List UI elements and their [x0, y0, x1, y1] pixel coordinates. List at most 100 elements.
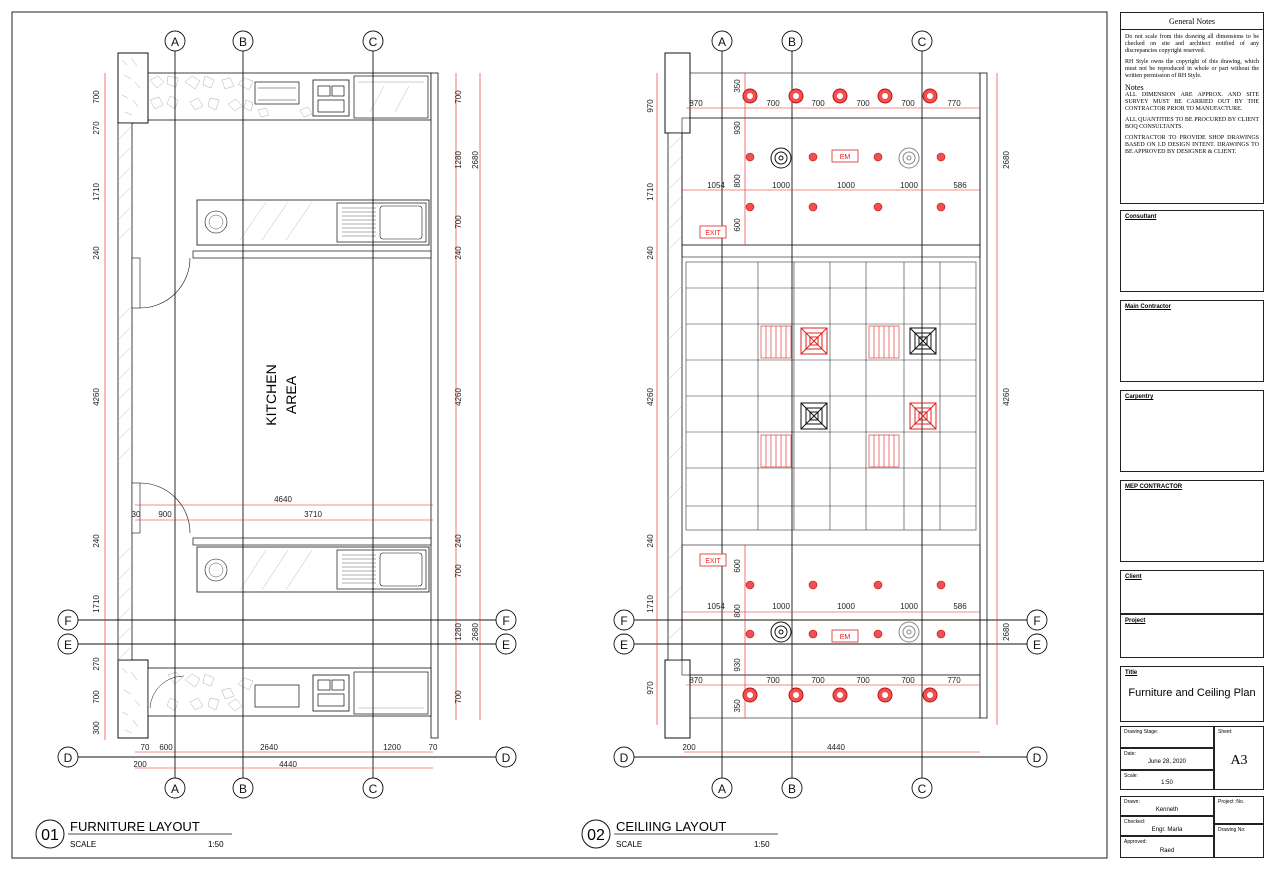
dim-left: 1710 — [646, 183, 655, 201]
grid-bubble-b — [781, 30, 803, 52]
date-cell: Date: June 28, 2020 — [1120, 748, 1214, 770]
dim-row-top: 700 — [766, 676, 780, 685]
dim-mid: 3710 — [304, 510, 322, 519]
column-bottom-left — [664, 659, 691, 739]
dim-right: 700 — [454, 215, 463, 229]
checked-cell: Checked: Engr. Marla — [1120, 816, 1214, 836]
dim-bottom-left: 200 — [682, 743, 696, 752]
carpentry-label: Carpentry — [1125, 394, 1154, 400]
grid-bubble-d — [57, 746, 79, 768]
grid-label: B — [239, 782, 247, 796]
dim-vert: 350 — [733, 699, 742, 713]
room-label-line1: KITCHEN — [263, 364, 279, 425]
dim-row-spot: 1000 — [900, 602, 918, 611]
pendant-lights-bottom — [742, 687, 938, 703]
column-top-left — [117, 52, 149, 124]
dim-row-top: 700 — [856, 99, 870, 108]
dim-row-top: 870 — [689, 676, 703, 685]
grid-bubble-e — [495, 633, 517, 655]
stage-label: Drawing Stage: — [1124, 729, 1159, 735]
stage-cell: Drawing Stage: — [1120, 726, 1214, 748]
plan-number: 01 — [41, 827, 59, 844]
grid-bubble-c — [911, 30, 933, 52]
spot-lights — [745, 152, 946, 639]
exit-sign-label: EXIT — [705, 230, 721, 237]
dim-vert: 800 — [733, 604, 742, 618]
grid-label: B — [239, 35, 247, 49]
furniture-layout-plan: KITCHEN AREA 700 270 1710 240 4260 240 1… — [35, 30, 517, 849]
dim-bottom-total: 4440 — [827, 743, 845, 752]
dim-row-top: 700 — [811, 99, 825, 108]
dim-vert: 600 — [733, 559, 742, 573]
pendant-lights-top — [742, 88, 938, 104]
dim-row-top: 700 — [901, 99, 915, 108]
square-diffusers — [800, 327, 937, 430]
grid-bubble-e — [613, 633, 635, 655]
plan-scale-label: SCALE — [616, 840, 642, 849]
notes-subtitle: Notes — [1125, 83, 1144, 92]
grid-bubble-d — [1026, 746, 1048, 768]
checked-label: Checked: — [1124, 819, 1146, 825]
plan-scale-label: SCALE — [70, 840, 96, 849]
grid-label: E — [502, 638, 510, 652]
grid-label: F — [502, 614, 509, 628]
grid-bubble-b — [781, 777, 803, 799]
dim-left: 300 — [92, 721, 101, 735]
title-block: General Notes Do not scale from this dra… — [1120, 12, 1264, 858]
project-box: Project — [1120, 614, 1264, 658]
dim-right: 700 — [454, 690, 463, 704]
column-bottom-left — [117, 659, 149, 739]
dim-left: 1710 — [92, 595, 101, 613]
main-contractor-box: Main Contractor — [1120, 300, 1264, 382]
sheet-label: Sheet: — [1218, 729, 1233, 735]
dim-row-top: 700 — [766, 99, 780, 108]
dim-vert: 930 — [733, 121, 742, 135]
grid-bubble-f — [613, 609, 635, 631]
column-top-left — [664, 52, 691, 134]
grid-label: C — [369, 782, 378, 796]
approved-label: Approved: — [1124, 839, 1147, 845]
partition-bottom — [192, 537, 432, 546]
grid-label: F — [1033, 614, 1040, 628]
dim-row-spot: 1000 — [837, 602, 855, 611]
title-box: Title Furniture and Ceiling Plan — [1120, 666, 1264, 722]
plan-scale: 1:50 — [208, 840, 224, 849]
sheet-value: A3 — [1230, 753, 1248, 768]
plan-number: 02 — [587, 827, 605, 844]
dim-left: 700 — [92, 690, 101, 704]
dim-mid: 30 — [132, 510, 141, 519]
mep-box: MEP CONTRACTOR — [1120, 480, 1264, 562]
dim-row-spot: 1000 — [900, 181, 918, 190]
exit-sign-label: EXIT — [705, 558, 721, 565]
dim-left: 270 — [92, 657, 101, 671]
dim-row-spot: 586 — [953, 181, 967, 190]
dim-mid: 900 — [158, 510, 172, 519]
plan-scale: 1:50 — [754, 840, 770, 849]
dim-bottom: 600 — [159, 743, 173, 752]
dim-right: 240 — [454, 534, 463, 548]
dim-right-outer: 2680 — [471, 623, 480, 641]
dim-bottom: 2640 — [260, 743, 278, 752]
dim-left: 700 — [92, 90, 101, 104]
dim-row-top: 870 — [689, 99, 703, 108]
general-notes-title: General Notes — [1121, 13, 1263, 30]
dim-left: 4260 — [646, 388, 655, 406]
approved-value: Raed — [1159, 848, 1175, 854]
linear-light-panels — [760, 325, 900, 468]
grid-label: B — [788, 782, 796, 796]
dim-right: 240 — [454, 246, 463, 260]
dim-row-spot: 586 — [953, 602, 967, 611]
left-wall — [667, 132, 683, 661]
dim-right: 2680 — [1002, 151, 1011, 169]
drawing-no-cell: Drawing No: — [1214, 824, 1264, 858]
grid-bubble-e — [57, 633, 79, 655]
dim-right: 700 — [454, 564, 463, 578]
hob-bottom — [254, 684, 300, 708]
dim-row-top: 700 — [856, 676, 870, 685]
grid-bubble-c — [362, 777, 384, 799]
dim-left: 1710 — [646, 595, 655, 613]
title-label: Title — [1125, 670, 1138, 676]
dim-mid-total: 4640 — [274, 495, 292, 504]
consultant-box: Consultant — [1120, 210, 1264, 292]
scale-cell: Scale: 1:50 — [1120, 770, 1214, 790]
